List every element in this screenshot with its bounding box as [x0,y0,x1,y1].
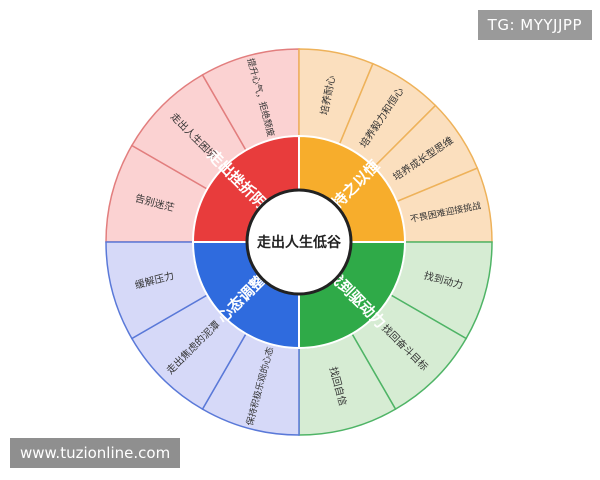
center-label: 走出人生低谷 [257,234,342,251]
center-hub: 走出人生低谷 [245,188,353,296]
site-watermark: www.tuzionline.com [10,438,181,468]
outer-ring: 告别迷茫走出人生困境提升心气，拒绝颓废培养耐心培养毅力和恒心培养成长型思维不畏困… [105,48,493,436]
tg-badge: TG: MYYJJPP [477,10,592,40]
